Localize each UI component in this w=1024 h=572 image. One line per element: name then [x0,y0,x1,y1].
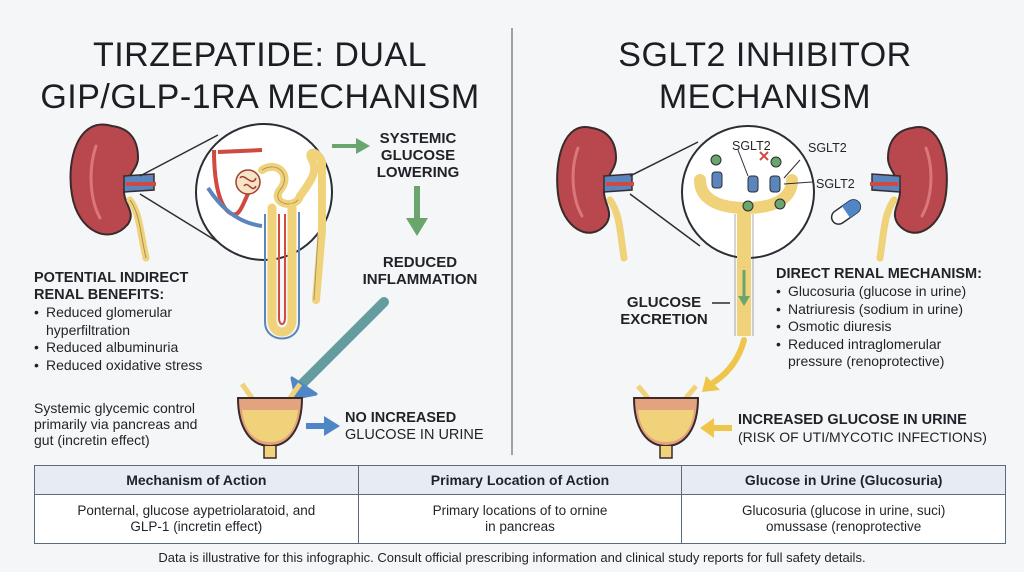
table-row: Ponternal, glucose aypetriolaratoid, and… [34,494,1006,544]
caption-line: GLUCOSE [626,294,702,311]
indirect-benefits-block: POTENTIAL INDIRECT RENAL BENEFITS: Reduc… [34,270,254,374]
direct-heading: DIRECT RENAL MECHANISM: [776,266,982,282]
control-line: Systemic glycemic control [34,400,196,416]
right-arrow-to-bladder [702,337,747,392]
table-header: Primary Location of Action [357,465,683,495]
left-arrow-lowering-to-inflammation [406,186,428,236]
table-cell: Ponternal, glucose aypetriolaratoid, and… [34,494,359,544]
left-title-line2: GIP/GLP-1RA MECHANISM [40,78,480,116]
right-tubule-zoom [681,125,815,259]
direct-item: Natriuresis (sodium in urine) [776,301,1016,319]
sglt2-label-right: SGLT2 [808,141,847,155]
table-header: Mechanism of Action [34,465,359,495]
left-arrow-systemic [332,138,370,154]
urine-line1: INCREASED GLUCOSE IN URINE [738,412,967,428]
table-header-row: Mechanism of Action Primary Location of … [34,465,1006,495]
benefits-heading-line1: POTENTIAL INDIRECT [34,270,189,286]
left-bladder-icon [236,382,304,459]
control-line: gut (incretin effect) [34,432,150,448]
left-nephron-tubule [258,148,326,340]
right-title-line1: SGLT2 INHIBITOR [618,36,912,74]
direct-item: Glucosuria (glucose in urine) [776,283,1016,301]
right-kidney-left-icon [556,125,634,262]
summary-table: Mechanism of Action Primary Location of … [34,465,1006,544]
right-zoom-line-top [629,141,699,177]
benefit-item: Reduced albuminuria [34,339,254,357]
right-arrow-increased [700,418,732,438]
left-title-line1: TIRZEPATIDE: DUAL [92,36,428,74]
control-line: primarily via pancreas and [34,416,198,432]
direct-item: Osmotic diuresis [776,318,1016,336]
right-title: SGLT2 INHIBITOR MECHANISM [540,34,990,118]
left-zoom-line-bottom [139,193,219,243]
left-arrow-to-bladder [290,297,389,400]
direct-item: Reduced intraglomerular pressure (renopr… [776,336,988,371]
caption-line: EXCRETION [620,311,708,328]
pill-icon [830,199,862,225]
right-title-line2: MECHANISM [658,78,872,116]
systemic-control-text: Systemic glycemic control primarily via … [34,400,234,448]
direct-list: Glucosuria (glucose in urine) Natriuresi… [776,283,1016,371]
benefit-item: Reduced glomerular hyperfiltration [34,304,221,339]
caption-line: REDUCED [382,254,458,271]
left-title: TIRZEPATIDE: DUAL GIP/GLP-1RA MECHANISM [30,34,490,118]
caption-line: LOWERING [376,164,460,181]
glucose-excretion-caption: GLUCOSE EXCRETION [614,294,714,328]
increased-glucose-caption: INCREASED GLUCOSE IN URINE (RISK OF UTI/… [738,412,1018,446]
sglt2-label-top: SGLT2 [732,139,771,153]
no-increased-glucose-caption: NO INCREASED GLUCOSE IN URINE [345,410,495,444]
caption-line: SYSTEMIC [379,130,457,147]
sglt2-label-side: SGLT2 [816,177,855,191]
benefits-list: Reduced glomerular hyperfiltration Reduc… [34,304,254,374]
left-arrow-no-increased [306,416,340,436]
left-zoom-line-top [139,134,219,177]
right-duct [734,258,754,336]
benefits-heading-line2: RENAL BENEFITS: [34,287,165,303]
benefits-heading: POTENTIAL INDIRECT RENAL BENEFITS: [34,270,254,304]
urine-line1: NO INCREASED [345,410,457,426]
benefit-item: Reduced oxidative stress [34,357,254,375]
table-cell: Glucosuria (glucose in urine, suci) omus… [681,494,1006,544]
caption-line: INFLAMMATION [362,271,478,288]
left-kidney-icon [69,123,156,262]
direct-mechanism-block: DIRECT RENAL MECHANISM: Glucosuria (gluc… [776,266,1016,371]
right-kidney-right-icon [870,125,948,262]
footer-disclaimer: Data is illustrative for this infographi… [158,550,866,565]
urine-line2: GLUCOSE IN URINE [345,427,484,443]
table-header: Glucose in Urine (Glucosuria) [681,465,1006,495]
right-bladder-icon [632,384,700,459]
caption-line: GLUCOSE [380,147,456,164]
systemic-glucose-lowering-caption: SYSTEMIC GLUCOSE LOWERING [360,130,476,181]
urine-line2: (RISK OF UTI/MYCOTIC INFECTIONS) [738,429,987,445]
table-cell: Primary locations of to ornine in pancre… [357,494,683,544]
right-zoom-line-bottom [629,193,701,247]
reduced-inflammation-caption: REDUCED INFLAMMATION [350,254,490,288]
